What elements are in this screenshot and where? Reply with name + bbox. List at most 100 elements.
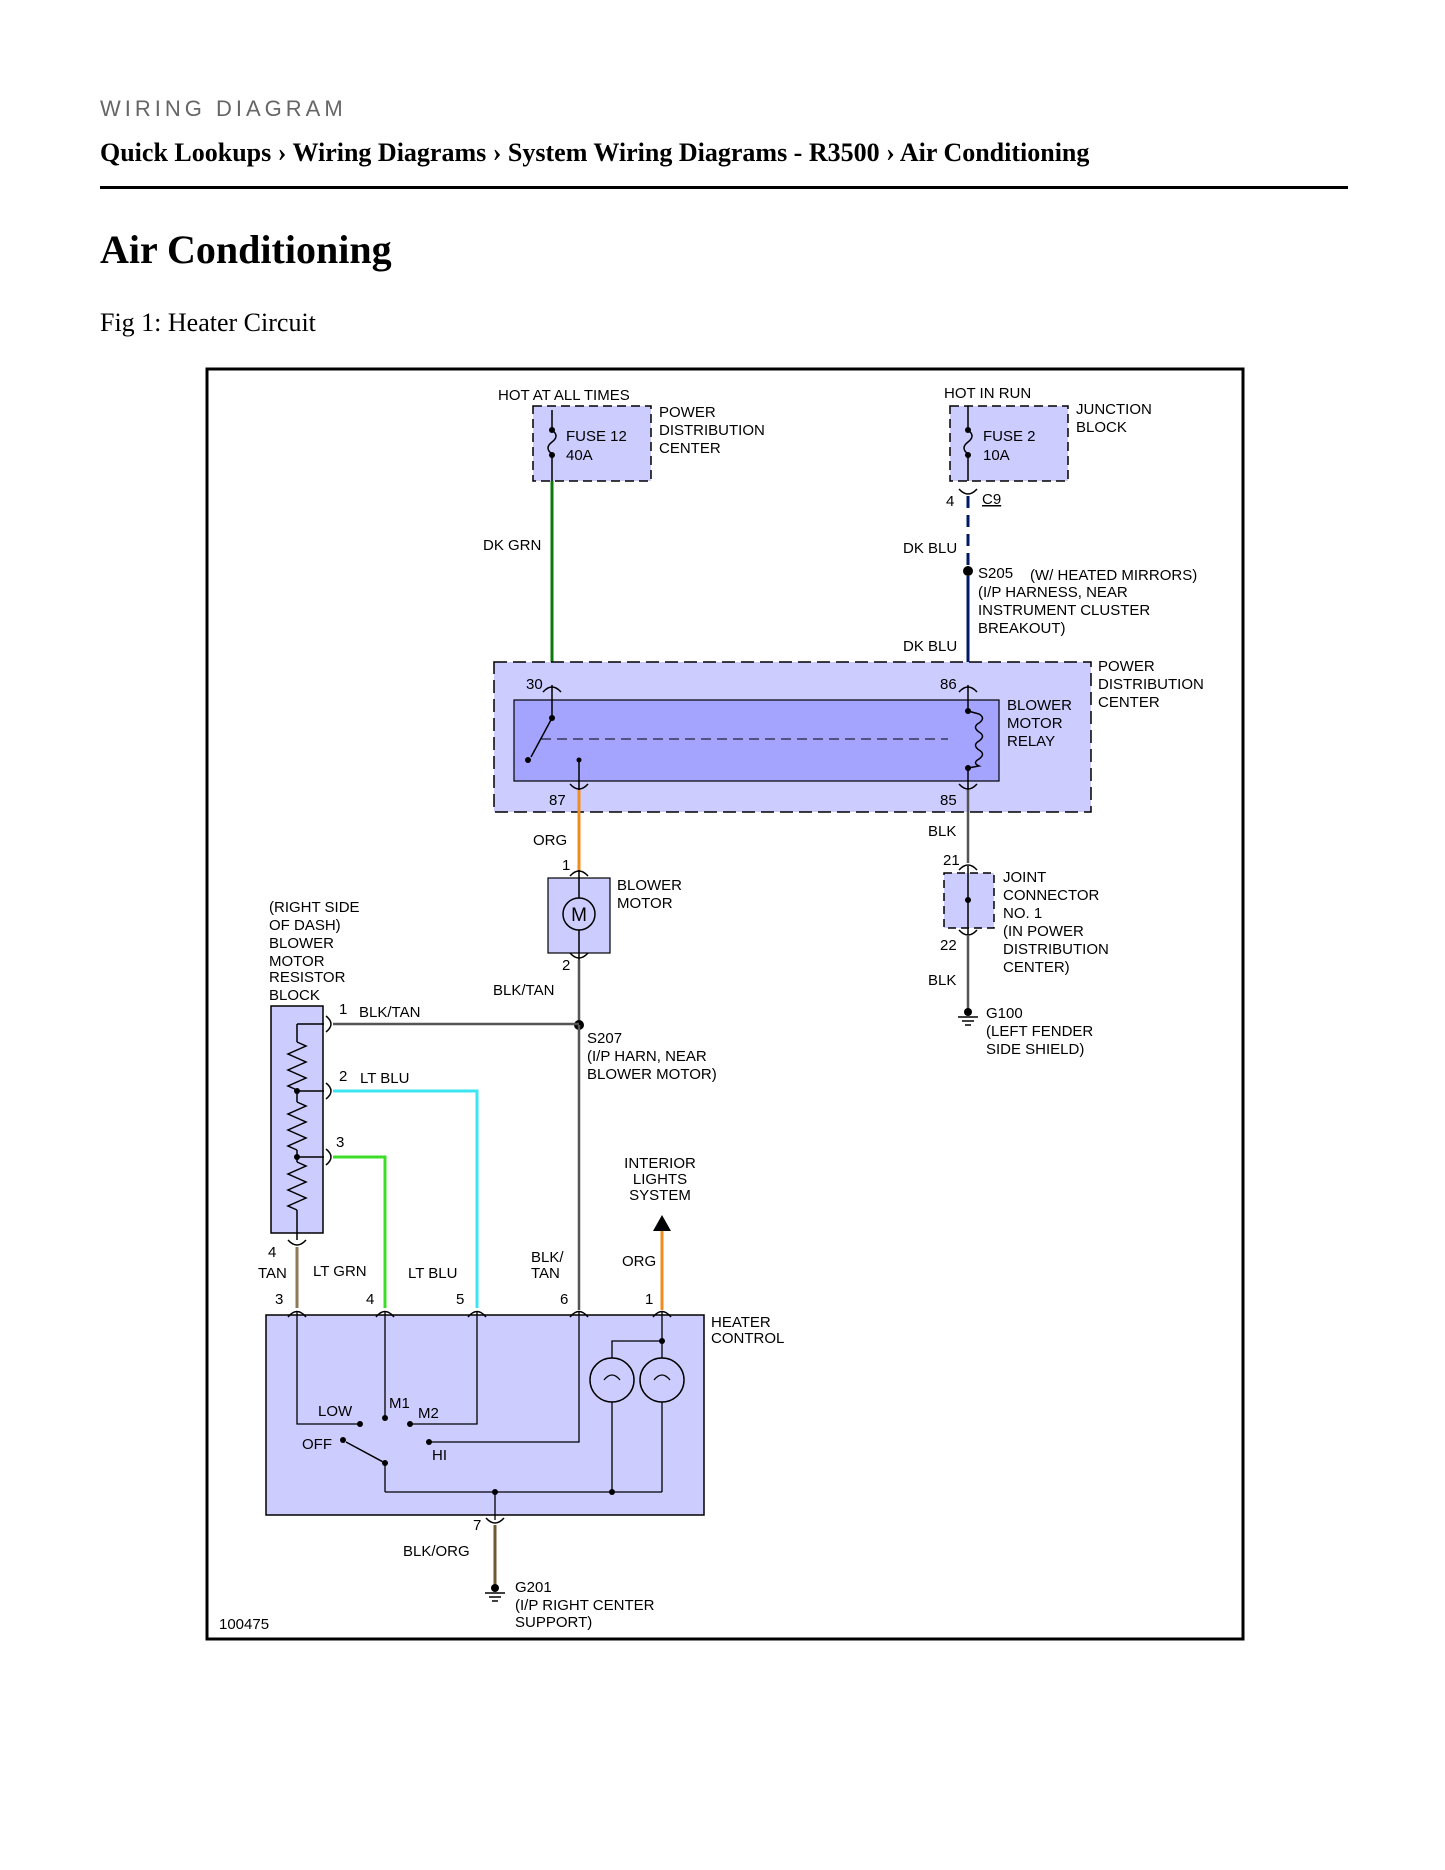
- label-pdc-right-3: CENTER: [1098, 694, 1160, 711]
- resistor-pin-3: 3: [336, 1134, 344, 1151]
- heater-control-label-1: HEATER: [711, 1314, 771, 1331]
- jc-pin-21: 21: [943, 852, 960, 869]
- splice-s205: [963, 566, 973, 576]
- breadcrumb-system-wiring-diagrams[interactable]: System Wiring Diagrams - R3500: [507, 138, 880, 167]
- switch-contact-m2: [407, 1421, 413, 1427]
- jc-label-3: NO. 1: [1003, 905, 1042, 922]
- wire-label-dk-blu-1: DK BLU: [903, 540, 957, 557]
- switch-contact-off: [340, 1437, 346, 1443]
- connector-c9-label: C9: [982, 491, 1001, 508]
- resistor-pin-4: 4: [268, 1244, 276, 1261]
- connector-jc-pin-21: [958, 864, 978, 871]
- ground-g100-label: G100: [986, 1005, 1023, 1022]
- resistor-label-1: (RIGHT SIDE: [269, 899, 360, 916]
- heater-pin-1: 1: [645, 1291, 653, 1308]
- connector-heater-pin-7: [485, 1517, 505, 1524]
- splice-s207-label: S207: [587, 1030, 622, 1047]
- switch-contact-low: [357, 1421, 363, 1427]
- ground-g100-node: [964, 1008, 972, 1016]
- jc-label-5: DISTRIBUTION: [1003, 941, 1109, 958]
- blower-motor-pin-2: 2: [562, 957, 570, 974]
- arrow-up-icon: [653, 1215, 671, 1231]
- label-hot-at-all-times: HOT AT ALL TIMES: [498, 387, 630, 404]
- page-title: Air Conditioning: [100, 227, 392, 272]
- connector-pin-85: [958, 783, 978, 790]
- label-pdc-right-2: DISTRIBUTION: [1098, 676, 1204, 693]
- resistor-pin-2: 2: [339, 1068, 347, 1085]
- jc-label-1: JOINT: [1003, 869, 1046, 886]
- relay-switch-contact: [525, 757, 531, 763]
- connector-resistor-pin-1: [325, 1015, 332, 1033]
- resistor-element-1: [286, 1041, 308, 1091]
- resistor-label-2: OF DASH): [269, 917, 341, 934]
- wire-lt-blu: [333, 1089, 479, 1308]
- relay-label-3: RELAY: [1007, 733, 1055, 750]
- splice-s205-note: (W/ HEATED MIRRORS): [1030, 567, 1197, 584]
- jc-label-6: CENTER): [1003, 959, 1070, 976]
- fuse2-symbol: [963, 406, 973, 481]
- interior-lights-1: INTERIOR: [624, 1155, 696, 1172]
- relay-pin-30: 30: [526, 676, 543, 693]
- jc-label-4: (IN POWER: [1003, 923, 1084, 940]
- wire-label-org-1: ORG: [533, 832, 567, 849]
- wire-label-lt-blu-v: LT BLU: [408, 1265, 457, 1282]
- wire-label-dk-grn: DK GRN: [483, 537, 541, 554]
- label-pdc-top-3: CENTER: [659, 440, 721, 457]
- breadcrumb-separator: ›: [277, 138, 287, 167]
- label-junction-block-2: BLOCK: [1076, 419, 1127, 436]
- connector-jc-pin-22: [958, 929, 978, 936]
- resistor-label-3: BLOWER: [269, 935, 334, 952]
- lamp-icon: [639, 1357, 685, 1403]
- relay-label-1: BLOWER: [1007, 697, 1072, 714]
- header-divider: [100, 186, 1348, 189]
- wire-label-lt-grn: LT GRN: [313, 1263, 367, 1280]
- wire-label-org-2: ORG: [622, 1253, 656, 1270]
- diagram-frame: [205, 367, 1245, 1641]
- interior-lights-2: LIGHTS: [633, 1171, 687, 1188]
- breadcrumb-wiring-diagrams[interactable]: Wiring Diagrams: [292, 138, 487, 167]
- switch-label-low: LOW: [318, 1403, 353, 1420]
- lamp-filament: [603, 1374, 621, 1381]
- heater-pin-6: 6: [560, 1291, 568, 1308]
- label-pdc-top-1: POWER: [659, 404, 716, 421]
- fuse2-rating: 10A: [983, 447, 1010, 464]
- resistor-element-2: [286, 1101, 308, 1151]
- heater-trace-m2: [410, 1312, 478, 1425]
- lamp-icon: [589, 1357, 635, 1403]
- c9-pin-number: 4: [946, 493, 954, 510]
- breadcrumb-separator: ›: [886, 138, 895, 167]
- section-kicker: WIRING DIAGRAM: [100, 96, 347, 121]
- ground-g201-label: G201: [515, 1579, 552, 1596]
- wire-label-blk-1: BLK: [928, 823, 956, 840]
- switch-contact-hi: [426, 1439, 432, 1445]
- relay-switch-arm: [530, 717, 553, 758]
- connector-motor-pin-2: [569, 952, 589, 959]
- connector-heater-pin-5: [467, 1310, 487, 1318]
- wire-label-blk-tan-v-1: BLK/: [531, 1249, 564, 1266]
- jc-label-2: CONNECTOR: [1003, 887, 1100, 904]
- wire-label-lt-blu-h: LT BLU: [360, 1070, 409, 1087]
- fuse12-symbol: [547, 410, 557, 481]
- resistor-label-5: RESISTOR: [269, 969, 346, 986]
- interior-lights-3: SYSTEM: [629, 1187, 691, 1204]
- blower-motor-relay: [513, 699, 1000, 782]
- lamp-filament: [653, 1374, 671, 1381]
- heater-trace-hi: [429, 1312, 580, 1443]
- breadcrumb-quick-lookups[interactable]: Quick Lookups: [100, 138, 272, 167]
- figure-caption: Fig 1: Heater Circuit: [100, 308, 316, 337]
- resistor-pin-1: 1: [339, 1001, 347, 1018]
- wire-label-blk-tan-h: BLK/TAN: [359, 1004, 420, 1021]
- splice-s205-desc-2: INSTRUMENT CLUSTER: [978, 602, 1150, 619]
- relay-pin-85: 85: [940, 792, 957, 809]
- connector-pin-87: [569, 783, 589, 790]
- blower-motor-pin-1: 1: [562, 857, 570, 874]
- switch-label-m2: M2: [418, 1405, 439, 1422]
- heater-control-label-2: CONTROL: [711, 1330, 784, 1347]
- relay-pin-87: 87: [549, 792, 566, 809]
- heater-pin-7: 7: [473, 1517, 481, 1534]
- figure-id: 100475: [219, 1616, 269, 1633]
- splice-s207-desc-1: (I/P HARN, NEAR: [587, 1048, 707, 1065]
- breadcrumb-air-conditioning[interactable]: Air Conditioning: [899, 138, 1090, 167]
- breadcrumb: Quick Lookups › Wiring Diagrams › System…: [100, 138, 1089, 168]
- fuse2-terminal: [965, 427, 971, 433]
